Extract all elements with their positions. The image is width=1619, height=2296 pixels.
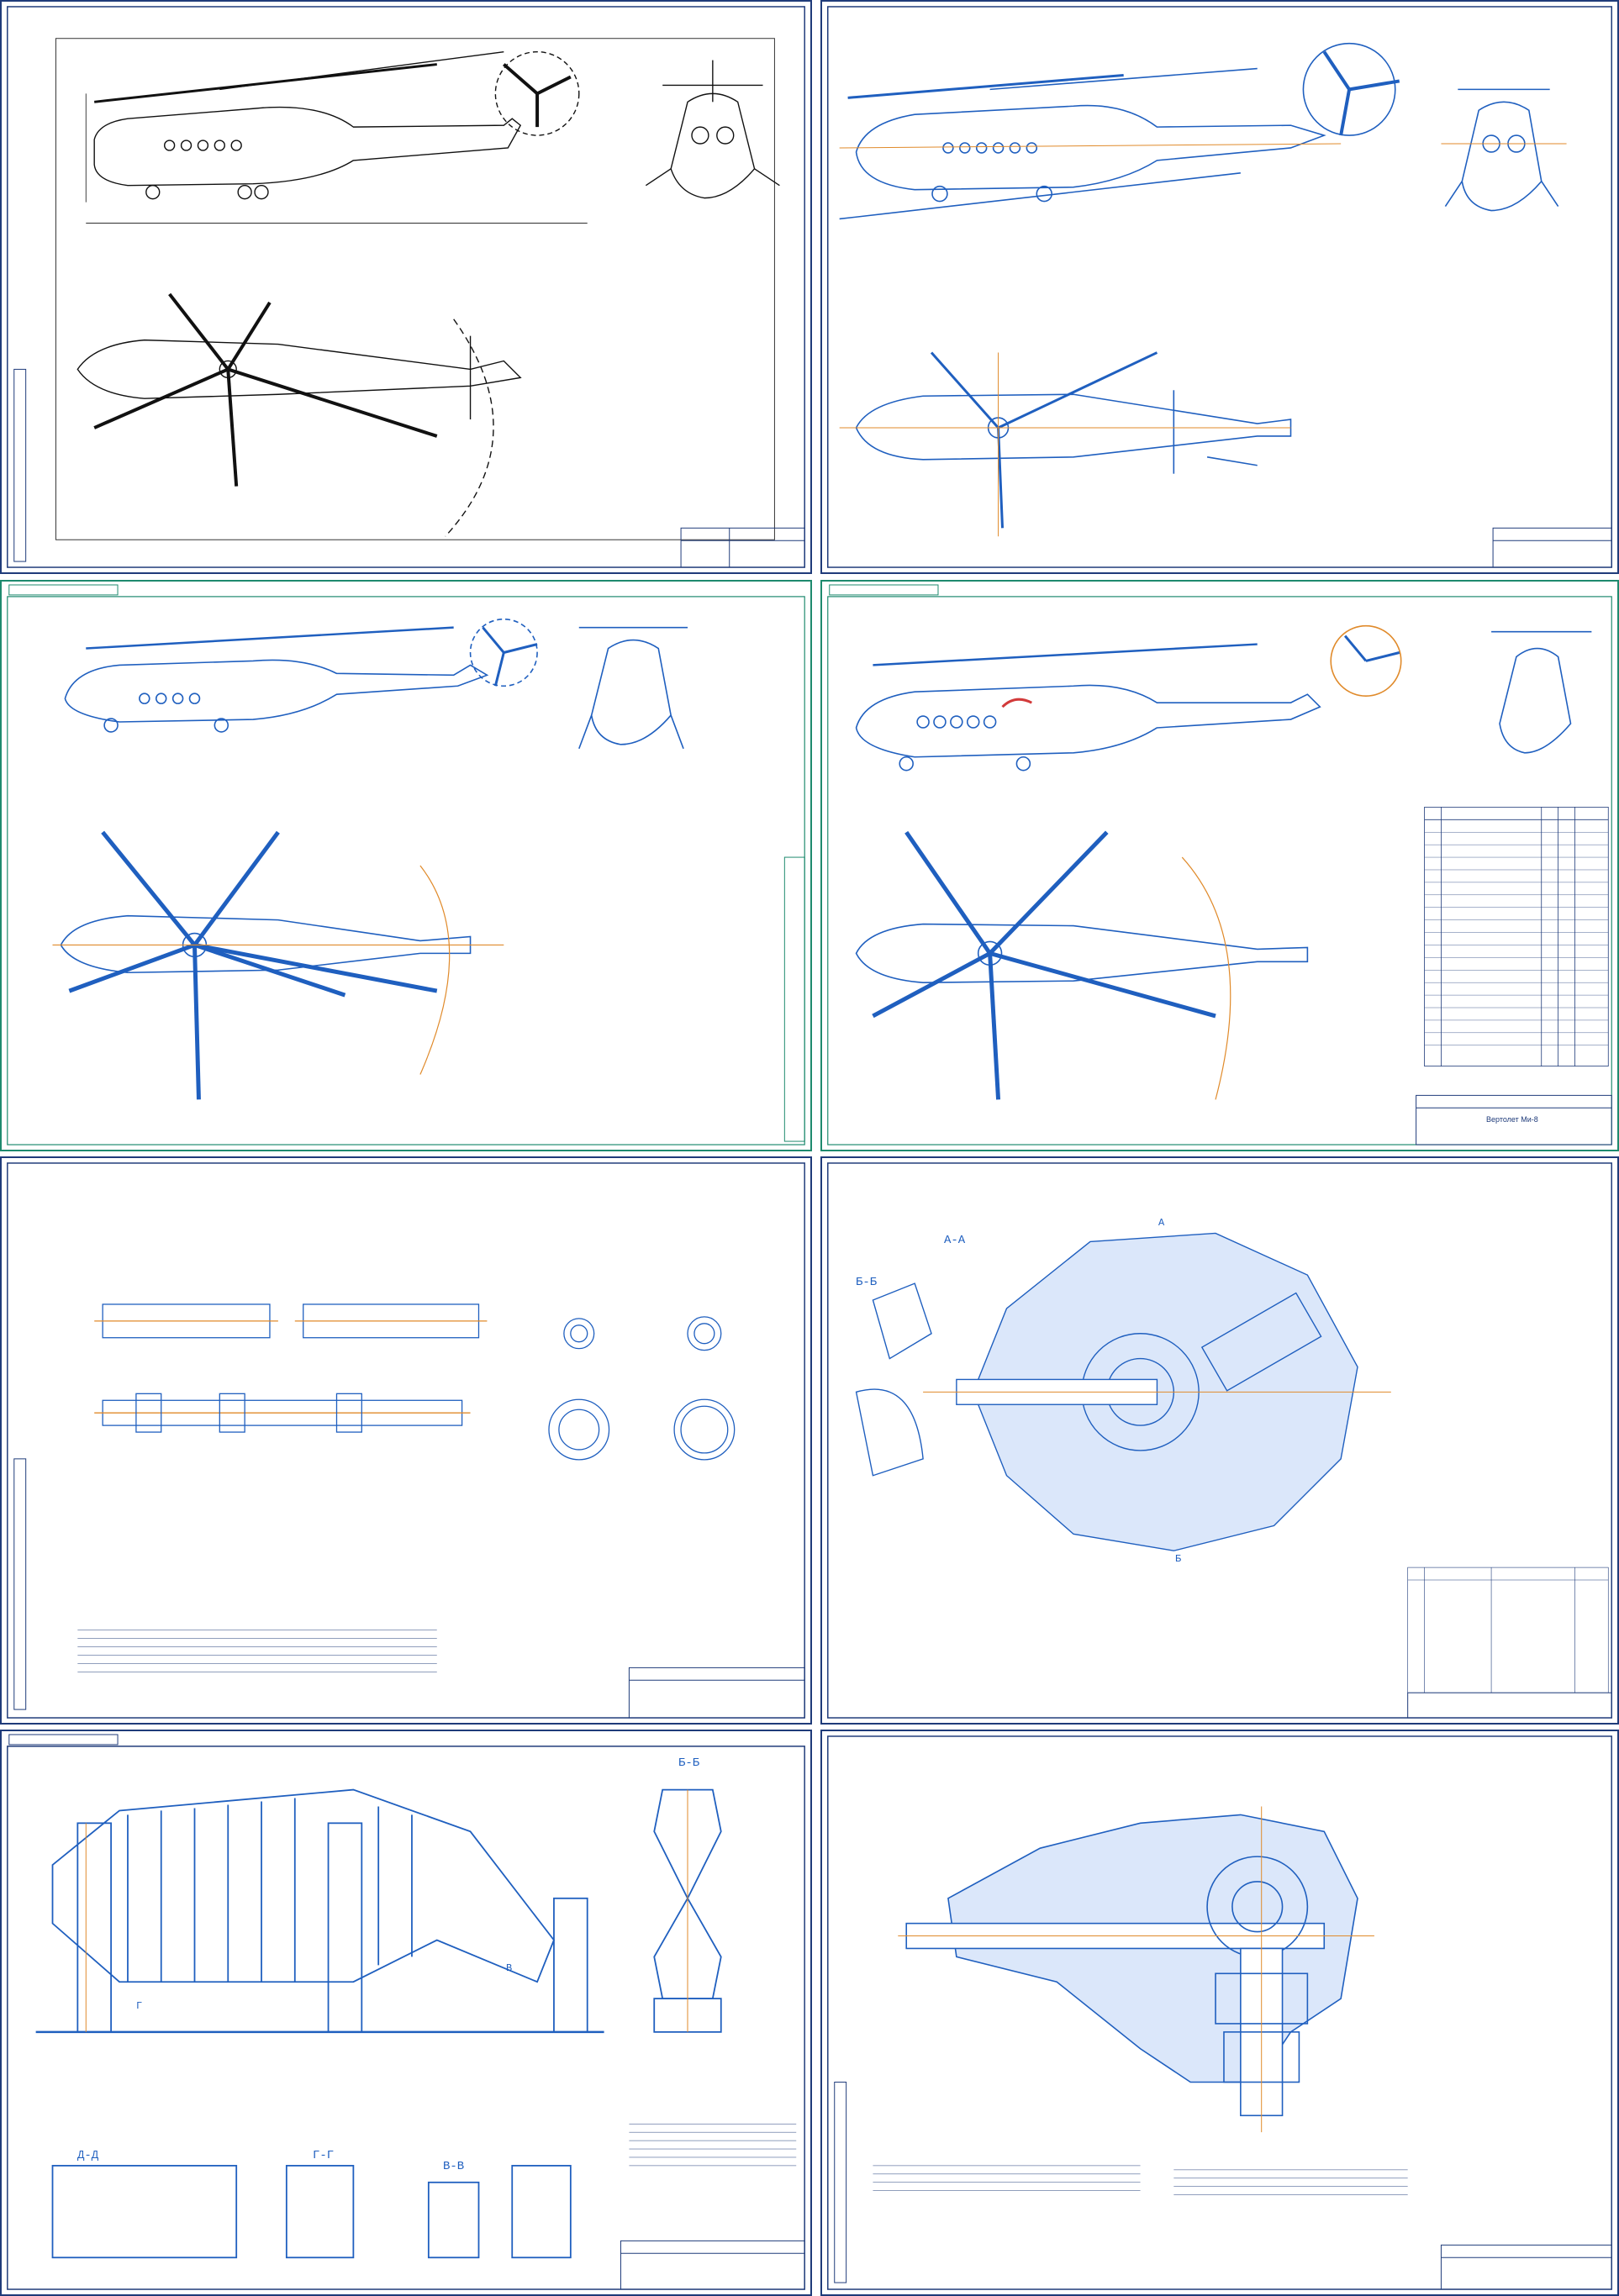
sheet-1 bbox=[0, 0, 812, 574]
sheet-1-drawing bbox=[7, 6, 805, 568]
marker-a: А bbox=[1158, 1217, 1165, 1229]
sheet-8-drawing bbox=[827, 1735, 1612, 2290]
sheet-6-drawing bbox=[827, 1162, 1612, 1719]
sheet-4-caption: Вертолет Ми-8 bbox=[1486, 1115, 1538, 1124]
marker-b: Б bbox=[1175, 1553, 1182, 1565]
sheet-5 bbox=[0, 1156, 812, 1725]
sheet-8 bbox=[820, 1730, 1619, 2296]
sheet-3 bbox=[0, 580, 812, 1151]
sheet-7-drawing bbox=[7, 1734, 805, 2290]
section-vv-label: В-В bbox=[443, 2160, 465, 2173]
marker-g: Г bbox=[136, 2000, 143, 2012]
section-aa-label: А-А bbox=[944, 1234, 966, 1247]
section-gg-label: Г-Г bbox=[313, 2149, 335, 2162]
sheet-5-drawing bbox=[7, 1162, 805, 1719]
sheet-2 bbox=[820, 0, 1619, 574]
sheet-4-drawing bbox=[827, 584, 1612, 1145]
sheet-4: Вертолет Ми-8 bbox=[820, 580, 1619, 1151]
sheet-3-drawing bbox=[7, 584, 805, 1145]
section-bb-label: Б-Б bbox=[856, 1276, 878, 1289]
section-dd-label: Д-Д bbox=[77, 2149, 99, 2162]
section-bb-fixture: Б-Б bbox=[678, 1756, 700, 1770]
sheet-6: А-А Б-Б А Б bbox=[820, 1156, 1619, 1725]
sheet-7: Б-Б Д-Д Г-Г В-В В Г bbox=[0, 1730, 812, 2296]
sheet-2-drawing bbox=[827, 6, 1612, 568]
marker-v: В bbox=[506, 1962, 513, 1974]
